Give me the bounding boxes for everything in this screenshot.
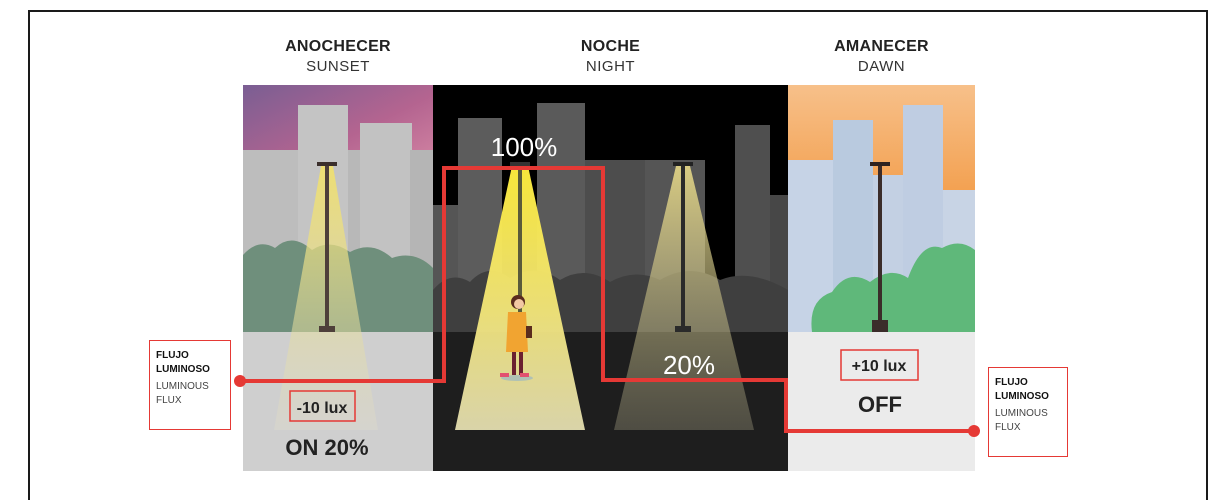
sunset-lux-box — [289, 390, 356, 422]
flux-line-end-dot — [968, 425, 980, 437]
diagram-frame — [28, 10, 1208, 500]
luminous-flux-line — [240, 166, 974, 433]
sunset-panel — [243, 85, 433, 471]
flux-label-right-es1: FLUJO — [995, 377, 1028, 388]
flux-line-start-dot — [234, 375, 246, 387]
dawn-state: OFF — [858, 392, 902, 417]
dawn-lux-value: +10 lux — [852, 358, 907, 375]
flux-label-left-es1: FLUJO — [156, 350, 189, 361]
night-dim-percent: 20% — [663, 350, 715, 380]
flux-label-right-en1: LUMINOUS — [995, 408, 1048, 419]
sunset-state: ON 20% — [285, 435, 368, 460]
header-sunset: ANOCHECER SUNSET — [243, 38, 433, 75]
flux-label-left-en2: FLUX — [156, 395, 182, 406]
header-sunset-en: SUNSET — [306, 58, 370, 75]
flux-label-right-es2: LUMINOSO — [995, 391, 1049, 402]
flux-label-right: FLUJO LUMINOSO LUMINOUS FLUX — [988, 367, 1068, 457]
night-panel — [433, 85, 788, 471]
flux-label-left-es2: LUMINOSO — [156, 364, 210, 375]
pedestrian-figure — [500, 295, 533, 381]
flux-label-right-en2: FLUX — [995, 422, 1021, 433]
sunset-lux-value: -10 lux — [297, 400, 348, 417]
header-sunset-es: ANOCHECER — [285, 38, 391, 55]
flux-label-left-en1: LUMINOUS — [156, 381, 209, 392]
header-dawn-es: AMANECER — [834, 38, 929, 55]
header-night-en: NIGHT — [585, 58, 636, 75]
header-dawn-en: DAWN — [857, 58, 906, 75]
flux-label-left: FLUJO LUMINOSO LUMINOUS FLUX — [149, 340, 231, 430]
dawn-lux-box — [840, 349, 919, 381]
header-night: NOCHE NIGHT — [433, 38, 788, 75]
header-night-es: NOCHE — [580, 38, 641, 55]
night-full-percent: 100% — [491, 132, 558, 162]
dawn-panel — [788, 85, 975, 471]
header-dawn: AMANECER DAWN — [788, 38, 975, 75]
